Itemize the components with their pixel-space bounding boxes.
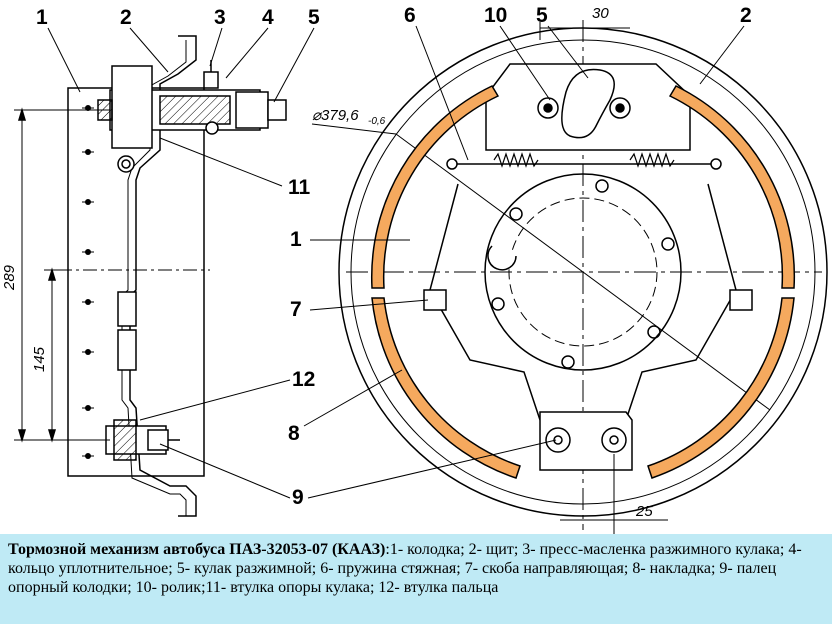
expander-cam (561, 68, 615, 139)
callout-left-9: 9 (292, 486, 304, 509)
dim-30: 30 (592, 5, 609, 22)
callout-left-4: 4 (262, 6, 274, 29)
brake-linings (370, 85, 796, 479)
return-spring-left (493, 152, 539, 168)
left-callout-leaders (47, 27, 315, 499)
hub-bolt-holes (491, 179, 675, 369)
caption-title: Тормозной механизм автобуса ПАЗ-32053-07… (8, 541, 386, 558)
callout-right-5: 5 (536, 4, 548, 27)
callout-left-12: 12 (292, 368, 315, 391)
callout-left-2: 2 (120, 6, 132, 29)
callout-right-2: 2 (740, 4, 752, 27)
brake-mechanism-drawing: 289 145 1 2 3 4 5 11 12 9 (1, 4, 828, 534)
callout-right-1: 1 (290, 228, 302, 251)
lining-upper-left (370, 85, 500, 289)
lining-upper-right (668, 85, 796, 289)
lining-lower-right (647, 297, 795, 479)
callout-right-6: 6 (404, 4, 416, 27)
dim-25: 25 (635, 503, 653, 520)
right-callout-leaders (303, 25, 745, 499)
caption: Тормозной механизм автобуса ПАЗ-32053-07… (0, 534, 832, 624)
side-section-view (14, 35, 287, 517)
shoe-left (429, 183, 541, 421)
return-spring-right (629, 152, 675, 168)
callout-right-8: 8 (288, 422, 300, 445)
shoe-right (625, 183, 737, 421)
anchor-pin-right (601, 427, 627, 453)
callout-left-1: 1 (36, 6, 48, 29)
anchor-block (539, 411, 633, 471)
callout-right-7: 7 (290, 298, 302, 321)
dim-diameter: ⌀379,6 (312, 107, 359, 124)
callout-right-10: 10 (484, 4, 507, 27)
callout-left-3: 3 (214, 6, 226, 29)
callout-left-11: 11 (288, 176, 311, 199)
callout-left-5: 5 (308, 6, 320, 29)
drum-holes (85, 105, 91, 459)
guide-bracket-right (729, 289, 753, 311)
dim-tolerance: -0,6 (368, 116, 386, 127)
dim-145: 145 (31, 346, 48, 372)
caption-text: :1- колодка; 2- щит; 3- пресс-масленка р… (8, 541, 802, 596)
anchor-pin-left (545, 427, 571, 453)
dim-289: 289 (1, 264, 18, 291)
lining-lower-left (371, 297, 521, 479)
front-view (311, 20, 828, 534)
